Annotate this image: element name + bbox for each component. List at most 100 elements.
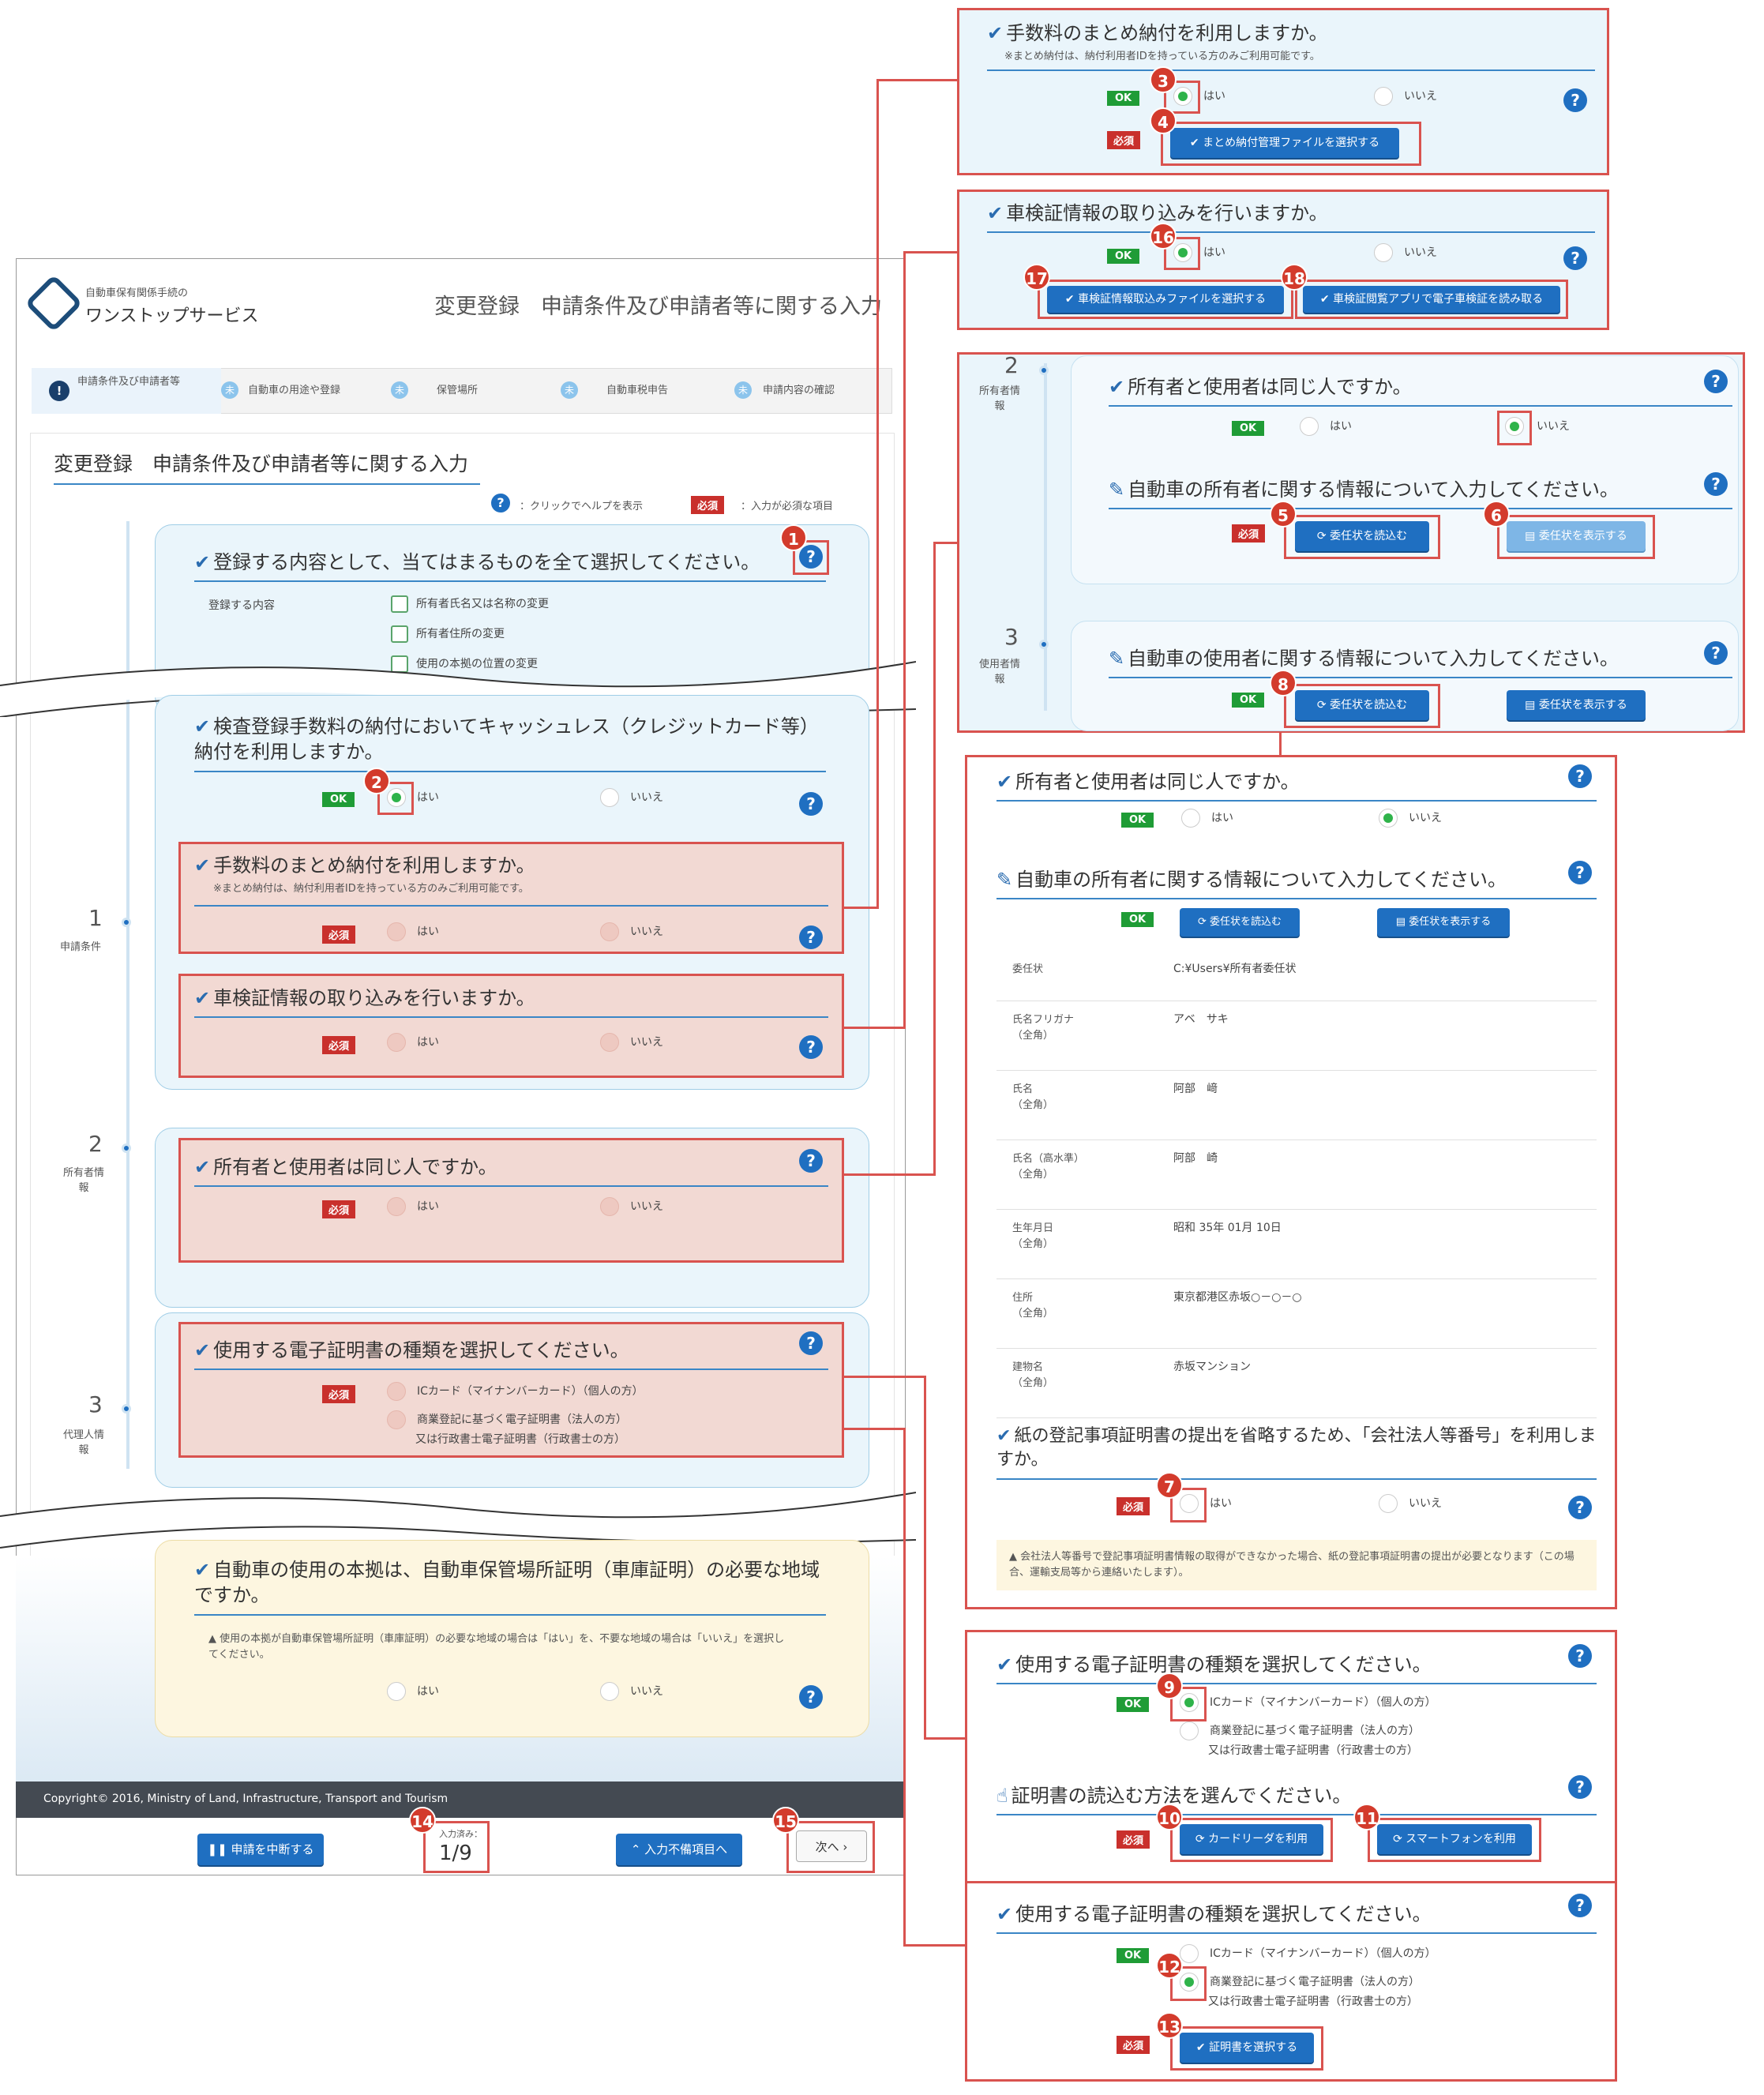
callout-box-13 bbox=[1170, 2026, 1323, 2071]
radio-no[interactable] bbox=[600, 1033, 619, 1052]
detail-show-delegate-button[interactable]: ▤ 委任状を表示する bbox=[1377, 908, 1510, 937]
shaken-file-button[interactable]: ✔ 車検証情報取込みファイルを選択する bbox=[1047, 286, 1284, 313]
shaken-detail-question: ✔車検証情報の取り込みを行いますか。 bbox=[987, 197, 1595, 233]
radio-no[interactable] bbox=[600, 788, 619, 807]
row-value: 赤坂マンション bbox=[1173, 1361, 1251, 1373]
help-icon[interactable]: ? bbox=[1568, 764, 1592, 788]
radio-ic[interactable] bbox=[1180, 1693, 1199, 1712]
checkbox[interactable] bbox=[391, 625, 408, 643]
step-1[interactable]: ! 申請条件及び申請者等 bbox=[32, 368, 221, 414]
same-person-detail-no[interactable]: いいえ bbox=[1505, 417, 1570, 436]
radio-yes[interactable] bbox=[387, 1682, 406, 1701]
shaken-detail-ok: OK bbox=[1107, 248, 1140, 264]
radio-yes[interactable] bbox=[1173, 243, 1192, 262]
shaken-yes[interactable]: はい bbox=[387, 1033, 439, 1052]
radio-yes[interactable] bbox=[1173, 87, 1192, 106]
location-no[interactable]: いいえ bbox=[600, 1682, 663, 1701]
radio-yes[interactable] bbox=[387, 922, 406, 941]
radio-ic[interactable] bbox=[387, 1382, 406, 1401]
step-5[interactable]: 未申請内容の確認 bbox=[734, 381, 835, 399]
help-icon[interactable]: ? bbox=[799, 1685, 823, 1709]
owner-show-delegate-button[interactable]: ▤ 委任状を表示する bbox=[1507, 521, 1646, 551]
cert-ic-option-corp[interactable]: 商業登記に基づく電子証明書（法人の方） bbox=[1180, 1721, 1420, 1740]
help-icon[interactable]: ? bbox=[799, 792, 823, 816]
radio-no[interactable] bbox=[1505, 417, 1524, 436]
corp-no[interactable]: いいえ bbox=[1379, 1494, 1442, 1513]
radio-no[interactable] bbox=[600, 922, 619, 941]
bulk-detail-no[interactable]: いいえ bbox=[1374, 87, 1437, 106]
help-icon[interactable]: ? bbox=[1704, 472, 1728, 496]
card-reader-button[interactable]: ⟳ カードリーダを利用 bbox=[1180, 1824, 1323, 1854]
smartphone-button[interactable]: ⟳ スマートフォンを利用 bbox=[1377, 1824, 1532, 1854]
radio-yes[interactable] bbox=[387, 788, 406, 807]
same-person-yes[interactable]: はい bbox=[387, 1197, 439, 1216]
radio-no[interactable] bbox=[1379, 809, 1398, 828]
radio-yes[interactable] bbox=[387, 1033, 406, 1052]
owner-read-delegate-button[interactable]: ⟳ 委任状を読込む bbox=[1295, 521, 1429, 551]
cashless-yes[interactable]: はい bbox=[387, 788, 439, 807]
radio-yes[interactable] bbox=[387, 1197, 406, 1216]
shaken-no[interactable]: いいえ bbox=[600, 1033, 663, 1052]
radio-yes[interactable] bbox=[1300, 417, 1319, 436]
radio-yes[interactable] bbox=[1180, 1494, 1199, 1513]
radio-yes[interactable] bbox=[1181, 809, 1200, 828]
radio-no[interactable] bbox=[1374, 87, 1393, 106]
help-icon[interactable]: ? bbox=[1568, 1894, 1592, 1917]
detail-read-delegate-button[interactable]: ⟳ 委任状を読込む bbox=[1180, 908, 1300, 937]
help-icon[interactable]: ? bbox=[1563, 88, 1587, 112]
radio-no[interactable] bbox=[600, 1682, 619, 1701]
cert-option-corp[interactable]: 商業登記に基づく電子証明書（法人の方） bbox=[387, 1410, 627, 1429]
bulk-yes[interactable]: はい bbox=[387, 922, 439, 941]
select-cert-button[interactable]: ✔ 証明書を選択する bbox=[1180, 2033, 1314, 2063]
shaken-detail-no[interactable]: いいえ bbox=[1374, 243, 1437, 262]
location-yes[interactable]: はい bbox=[387, 1682, 439, 1701]
detail-same-no[interactable]: いいえ bbox=[1379, 809, 1442, 828]
register-option-2[interactable]: 所有者住所の変更 bbox=[391, 625, 505, 643]
checkbox[interactable] bbox=[391, 595, 408, 613]
help-icon[interactable]: ? bbox=[1568, 861, 1592, 884]
register-option-1[interactable]: 所有者氏名又は名称の変更 bbox=[391, 595, 549, 613]
register-option-3[interactable]: 使用の本拠の位置の変更 bbox=[391, 655, 538, 673]
step-3[interactable]: 未保管場所 bbox=[391, 381, 478, 399]
help-icon[interactable]: ? bbox=[799, 1331, 823, 1355]
help-icon[interactable]: ? bbox=[799, 1149, 823, 1173]
suspend-button[interactable]: ❚❚ 申請を中断する bbox=[197, 1834, 324, 1865]
help-icon[interactable]: ? bbox=[1568, 1496, 1592, 1519]
help-icon[interactable]: ? bbox=[1568, 1775, 1592, 1799]
cert-ic-option-ic[interactable]: ICカード（マイナンバーカード）（個人の方） bbox=[1180, 1693, 1436, 1712]
help-icon[interactable]: ? bbox=[1704, 370, 1728, 393]
shaken-detail-yes[interactable]: はい bbox=[1173, 243, 1225, 262]
same-person-detail-yes[interactable]: はい bbox=[1300, 417, 1352, 436]
radio-no[interactable] bbox=[1374, 243, 1393, 262]
help-icon[interactable]: ? bbox=[799, 1035, 823, 1059]
cert-option-ic[interactable]: ICカード（マイナンバーカード）（個人の方） bbox=[387, 1382, 644, 1401]
step-2[interactable]: 未自動車の用途や登録 bbox=[221, 381, 340, 399]
user-show-delegate-button[interactable]: ▤ 委任状を表示する bbox=[1507, 690, 1646, 720]
step-4[interactable]: 未自動車税申告 bbox=[561, 381, 668, 399]
help-icon[interactable]: ? bbox=[1563, 246, 1587, 270]
radio-ic[interactable] bbox=[1180, 1944, 1199, 1963]
bulk-detail-yes[interactable]: はい bbox=[1173, 87, 1225, 106]
cert-corp-option-ic[interactable]: ICカード（マイナンバーカード）（個人の方） bbox=[1180, 1944, 1436, 1963]
radio-corp[interactable] bbox=[1180, 1721, 1199, 1740]
user-read-delegate-button[interactable]: ⟳ 委任状を読込む bbox=[1295, 690, 1429, 720]
help-icon[interactable]: ? bbox=[1568, 1644, 1592, 1668]
radio-corp[interactable] bbox=[1180, 1973, 1199, 1992]
radio-no[interactable] bbox=[1379, 1494, 1398, 1513]
same-person-no[interactable]: いいえ bbox=[600, 1197, 663, 1216]
corp-yes[interactable]: はい bbox=[1180, 1494, 1232, 1513]
help-icon[interactable]: ? bbox=[1704, 641, 1728, 665]
radio-no[interactable] bbox=[600, 1197, 619, 1216]
cashless-no[interactable]: いいえ bbox=[600, 788, 663, 807]
bulk-no[interactable]: いいえ bbox=[600, 922, 663, 941]
help-icon[interactable]: ? bbox=[799, 925, 823, 949]
detail-same-yes[interactable]: はい bbox=[1181, 809, 1233, 828]
shaken-app-button[interactable]: ✔ 車検証閲覧アプリで電子車検証を読み取る bbox=[1303, 286, 1560, 313]
cert-corp-option-corp[interactable]: 商業登記に基づく電子証明書（法人の方） bbox=[1180, 1973, 1420, 1992]
select-bulk-file-button[interactable]: ✔ まとめ納付管理ファイルを選択する bbox=[1170, 128, 1399, 158]
incomplete-button[interactable]: ⌃ 入力不備項目へ bbox=[616, 1834, 742, 1865]
radio-corp[interactable] bbox=[387, 1410, 406, 1429]
next-button[interactable]: 次へ › bbox=[796, 1830, 867, 1862]
callout-1: 1 bbox=[780, 524, 807, 551]
help-icon[interactable]: ? bbox=[799, 545, 823, 569]
